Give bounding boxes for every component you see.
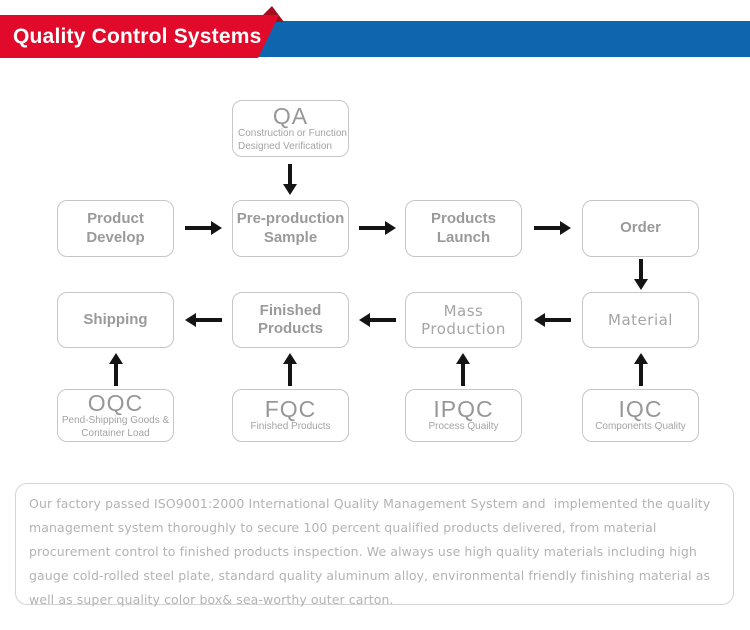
box-label-line1: Mass xyxy=(443,301,484,320)
arrow-material-to-mass xyxy=(534,313,572,327)
iqc-title: IQC xyxy=(618,396,663,423)
box-label-line1: Product xyxy=(87,210,144,228)
qa-subtitle-line1: Construction or Function xyxy=(238,128,347,140)
arrow-head-up-icon xyxy=(456,353,470,364)
qa-title: QA xyxy=(272,102,309,129)
arrow-ipqc-to-mass xyxy=(456,353,470,386)
flow-box-iqc: IQC Components Quality xyxy=(582,389,699,442)
arrow-head-right-icon xyxy=(211,221,222,235)
arrow-shaft xyxy=(185,226,212,230)
arrow-head-right-icon xyxy=(560,221,571,235)
flow-box-products-launch: Products Launch xyxy=(405,200,522,257)
arrow-shaft xyxy=(114,362,118,386)
box-label-line1: Pre-production xyxy=(236,210,345,228)
arrow-head-up-icon xyxy=(634,353,648,364)
arrow-shaft xyxy=(369,318,396,322)
description-line: gauge cold-rolled steel plate, standard … xyxy=(29,568,711,583)
flow-box-shipping: Shipping xyxy=(57,292,174,348)
arrow-order-to-material xyxy=(634,259,648,290)
flow-box-preproduction-sample: Pre-production Sample xyxy=(232,200,349,257)
arrow-head-left-icon xyxy=(534,313,545,327)
flow-box-material: Material xyxy=(582,292,699,348)
arrow-head-down-icon xyxy=(634,279,648,290)
iqc-subtitle-line1: Components Quality xyxy=(595,421,686,433)
flow-box-oqc: OQC Pend-Shipping Goods & Container Load xyxy=(57,389,174,442)
arrow-oqc-to-shipping xyxy=(109,353,123,386)
arrow-sample-to-launch xyxy=(359,221,397,235)
ipqc-subtitle-line1: Process Quailty xyxy=(428,421,499,433)
flow-box-fqc: FQC Finished Products xyxy=(232,389,349,442)
arrow-iqc-to-material xyxy=(634,353,648,386)
arrow-qa-to-preproduction xyxy=(283,164,297,195)
arrow-shaft xyxy=(544,318,571,322)
description-line: well as super quality color box& sea-wor… xyxy=(29,592,394,607)
flow-box-mass-production: Mass Production xyxy=(405,292,522,348)
box-label-line2: Launch xyxy=(436,228,491,246)
arrow-head-left-icon xyxy=(359,313,370,327)
arrow-shaft xyxy=(359,226,386,230)
box-label-line1: Material xyxy=(608,310,673,329)
flow-box-qa: QA Construction or Function Designed Ver… xyxy=(232,100,349,157)
arrow-mass-to-finished xyxy=(359,313,397,327)
header-blue-bar xyxy=(252,21,750,57)
fqc-title: FQC xyxy=(264,396,317,423)
arrow-launch-to-order xyxy=(534,221,572,235)
arrow-finished-to-shipping xyxy=(185,313,223,327)
arrow-develop-to-sample xyxy=(185,221,223,235)
box-label-line1: Finished xyxy=(259,301,322,319)
arrow-shaft xyxy=(288,164,292,186)
header-red-banner: Quality Control Systems xyxy=(0,15,279,58)
arrow-head-down-icon xyxy=(283,184,297,195)
box-label-line1: Products xyxy=(430,210,496,228)
box-label-line1: Shipping xyxy=(83,310,148,328)
box-label-line1: Order xyxy=(620,219,661,237)
factory-description-box: Our factory passed ISO9001:2000 Internat… xyxy=(15,483,734,607)
arrow-shaft xyxy=(639,362,643,386)
oqc-subtitle-line2: Container Load xyxy=(81,427,150,439)
arrow-shaft xyxy=(639,259,643,281)
box-label-line2: Production xyxy=(421,320,506,338)
arrow-shaft xyxy=(534,226,561,230)
arrow-head-up-icon xyxy=(283,353,297,364)
flow-box-ipqc: IPQC Process Quailty xyxy=(405,389,522,442)
page-title: Quality Control Systems xyxy=(13,25,262,48)
flow-box-order: Order xyxy=(582,200,699,257)
arrow-shaft xyxy=(461,362,465,386)
arrow-head-right-icon xyxy=(385,221,396,235)
ipqc-title: IPQC xyxy=(433,396,494,423)
flow-box-finished-products: Finished Products xyxy=(232,292,349,348)
description-line: Our factory passed ISO9001:2000 Internat… xyxy=(29,496,711,511)
oqc-subtitle-line1: Pend-Shipping Goods & xyxy=(61,415,170,427)
flow-box-product-develop: Product Develop xyxy=(57,200,174,257)
oqc-title: OQC xyxy=(87,389,144,416)
arrow-shaft xyxy=(195,318,222,322)
qa-subtitle-line2: Designed Verification xyxy=(238,140,332,152)
arrow-fqc-to-finished xyxy=(283,353,297,386)
description-line: procurement control to finished products… xyxy=(29,544,697,559)
fqc-subtitle-line1: Finished Products xyxy=(250,421,331,433)
arrow-head-up-icon xyxy=(109,353,123,364)
arrow-shaft xyxy=(288,362,292,386)
arrow-head-left-icon xyxy=(185,313,196,327)
box-label-line2: Sample xyxy=(263,228,318,246)
box-label-line2: Develop xyxy=(86,228,145,246)
description-line: management system thoroughly to secure 1… xyxy=(29,520,657,535)
box-label-line2: Products xyxy=(257,320,323,337)
